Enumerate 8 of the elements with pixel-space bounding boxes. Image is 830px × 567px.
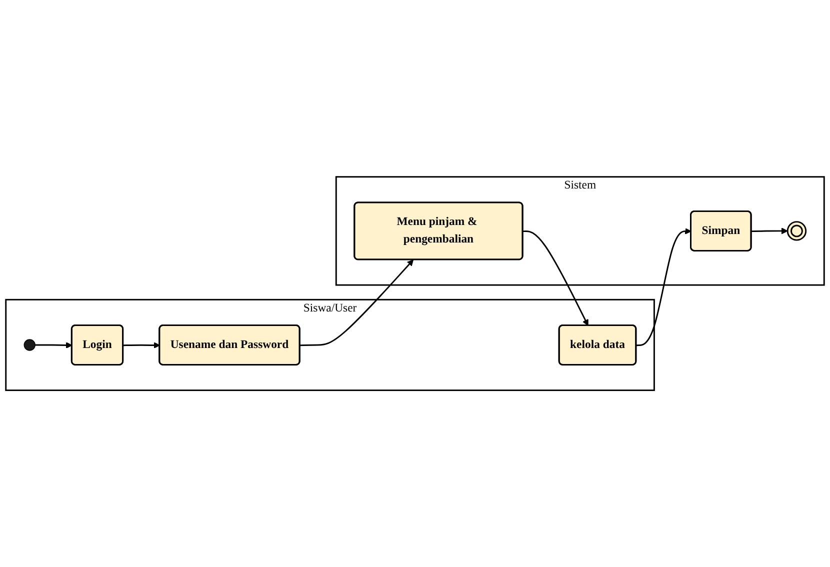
arrow	[636, 228, 692, 346]
arrow	[522, 230, 588, 326]
node-circle	[786, 221, 807, 241]
arrow	[751, 228, 788, 234]
arrow	[123, 342, 160, 348]
arrow	[300, 259, 414, 346]
node-circle	[24, 339, 36, 351]
arrow	[35, 342, 72, 348]
